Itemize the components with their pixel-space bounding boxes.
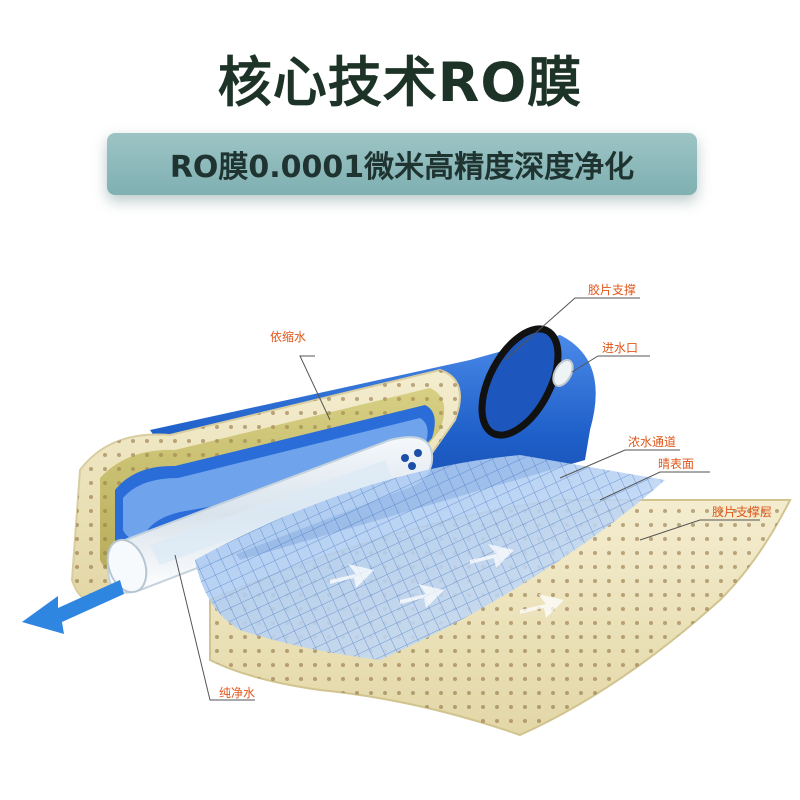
leader-backing-support [504,297,640,361]
leader-water-inlet [571,355,650,373]
leader-pure-water [174,554,255,701]
inlet-port [552,359,574,387]
membrane-end-cap [478,325,562,439]
callout-backing-layer: 胶片支撑层 [712,505,773,519]
leader-concentrate [299,355,331,421]
flow-arrows [330,544,564,618]
callout-pure-water: 纯净水 [219,686,256,700]
callout-concentrate: 依缩水 [270,330,307,344]
page-title: 核心技术RO膜 [217,51,583,114]
leader-concentrate-channel [559,449,680,479]
callout-backing-support: 胶片支撑 [588,283,637,297]
pure-water-arrow [22,580,124,634]
subtitle-banner: RO膜0.0001微米高精度深度净化 [107,133,697,195]
subtitle-text: RO膜0.0001微米高精度深度净化 [169,150,635,185]
callout-water-inlet: 进水口 [602,341,639,355]
leader-backing-layer [639,519,760,541]
leader-active-surface [599,471,710,501]
callout-concentrate-channel: 浓水通道 [628,435,677,449]
callout-active-surface: 晴表面 [658,457,695,471]
